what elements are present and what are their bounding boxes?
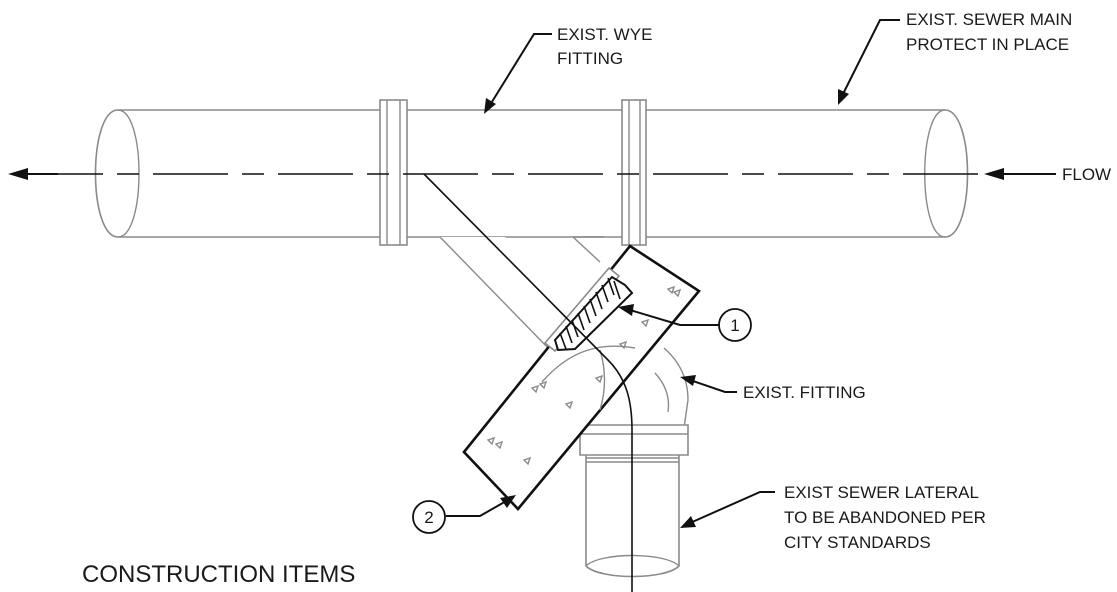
concrete-aggregate-marks xyxy=(486,285,682,466)
wye-plug xyxy=(543,266,634,353)
sewer-main-leader xyxy=(838,19,900,105)
sewer-main-label-line1: EXIST. SEWER MAIN xyxy=(906,10,1072,29)
item-2-callout: 2 xyxy=(412,500,446,534)
existing-fitting-label: EXIST. FITTING xyxy=(743,383,866,402)
wye-leader xyxy=(484,33,552,114)
flow-arrow-in xyxy=(984,168,1056,180)
wye-label-line1: EXIST. WYE xyxy=(557,25,652,44)
construction-items-heading: CONSTRUCTION ITEMS xyxy=(82,561,355,588)
item-2-number: 2 xyxy=(424,508,433,527)
lateral-label-line3: CITY STANDARDS xyxy=(784,533,931,552)
wye-label-line2: FITTING xyxy=(557,49,623,68)
item-1-callout: 1 xyxy=(718,308,752,342)
lateral-label-line1: EXIST SEWER LATERAL xyxy=(784,483,979,502)
item-1-number: 1 xyxy=(730,316,739,335)
item-1-leader xyxy=(618,304,719,326)
flow-label: FLOW xyxy=(1062,165,1111,184)
main-couplings xyxy=(379,99,647,246)
flow-arrow-out xyxy=(8,168,58,180)
lateral-leader xyxy=(680,491,775,528)
lateral-label-line2: TO BE ABANDONED PER xyxy=(784,508,986,527)
sewer-main-label-line2: PROTECT IN PLACE xyxy=(906,35,1069,54)
fitting-leader xyxy=(680,375,737,393)
pipe-centerlines xyxy=(28,173,1030,592)
existing-fitting xyxy=(579,347,689,456)
item-2-leader xyxy=(446,495,516,517)
